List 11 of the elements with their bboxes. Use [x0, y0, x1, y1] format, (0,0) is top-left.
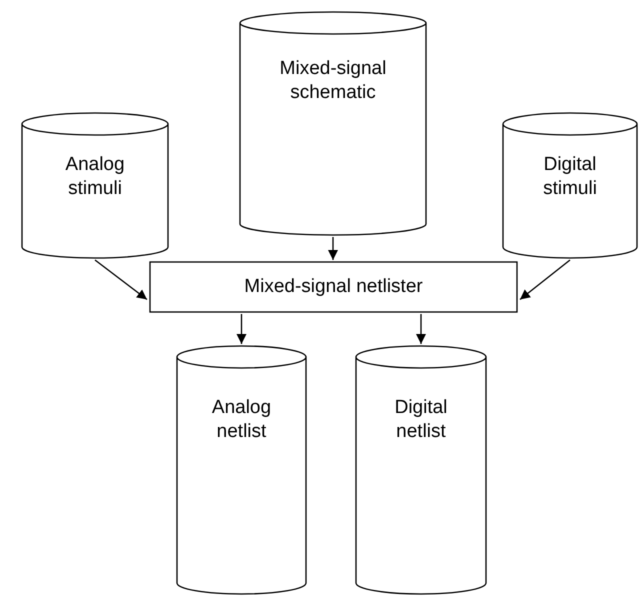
- node-label: Mixed-signal schematic: [278, 57, 388, 105]
- arrow: [416, 314, 426, 344]
- node-label: Mixed-signal netlister: [243, 275, 424, 299]
- arrow: [520, 259, 570, 300]
- node-label: Digital netlist: [394, 396, 448, 444]
- node-label: Digital stimuli: [542, 153, 598, 201]
- arrow: [236, 314, 246, 344]
- arrow: [94, 259, 148, 300]
- node-label: Analog netlist: [210, 396, 272, 444]
- node-label: Analog stimuli: [64, 153, 126, 201]
- arrow: [328, 237, 338, 260]
